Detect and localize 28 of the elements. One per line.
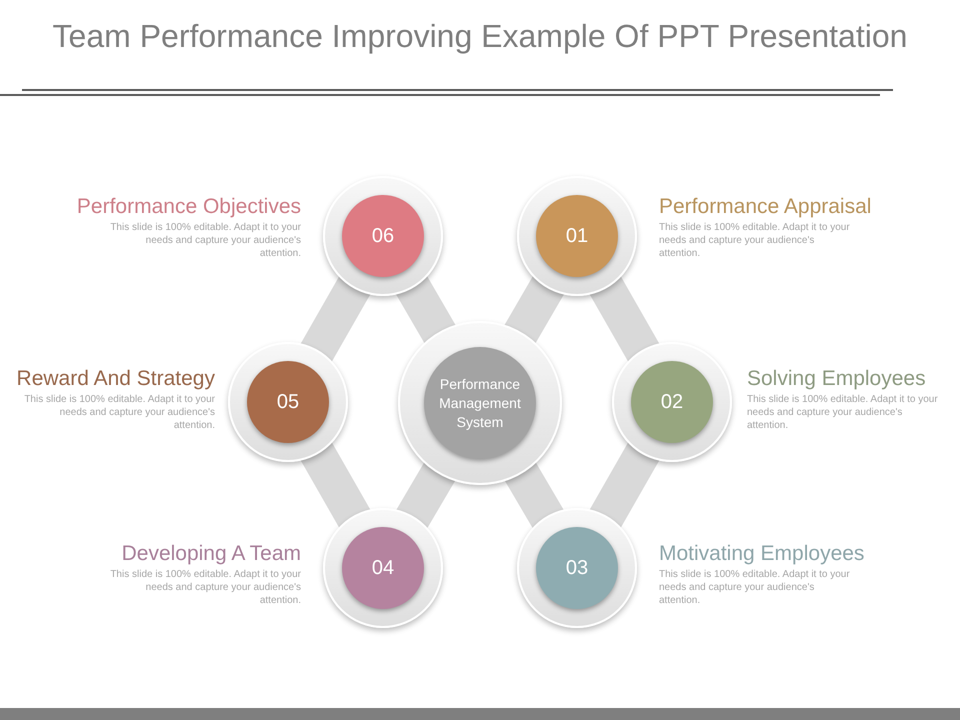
connector-band bbox=[590, 442, 660, 528]
step-description: This slide is 100% editable. Adapt it to your needs and capture your audience's attention. bbox=[109, 568, 301, 607]
step-heading: Performance Appraisal bbox=[659, 194, 872, 220]
step-number: 04 bbox=[342, 527, 424, 609]
step-heading: Solving Employees bbox=[747, 366, 926, 392]
connector-band bbox=[396, 276, 456, 344]
step-description: This slide is 100% editable. Adapt it to your needs and capture your audience's attention. bbox=[659, 221, 851, 260]
step-number: 02 bbox=[631, 361, 713, 443]
step-number: 03 bbox=[536, 527, 618, 609]
connector-band bbox=[396, 462, 456, 528]
step-number: 01 bbox=[536, 195, 618, 277]
connector-band bbox=[300, 276, 370, 362]
step-number: 05 bbox=[247, 361, 329, 443]
step-heading: Reward And Strategy bbox=[16, 366, 215, 392]
step-heading: Motivating Employees bbox=[659, 541, 864, 567]
step-description: This slide is 100% editable. Adapt it to your needs and capture your audience's attention. bbox=[23, 393, 215, 432]
step-description: This slide is 100% editable. Adapt it to your needs and capture your audience's attention. bbox=[109, 221, 301, 260]
step-heading: Performance Objectives bbox=[76, 194, 301, 220]
hub-label: Performance Management System bbox=[424, 347, 536, 459]
step-number: 06 bbox=[342, 195, 424, 277]
slide-title: Team Performance Improving Example Of PPT Presentation bbox=[52, 17, 908, 56]
connector-band bbox=[300, 442, 370, 528]
connector-band bbox=[590, 276, 660, 362]
connector-band bbox=[504, 462, 564, 528]
step-description: This slide is 100% editable. Adapt it to your needs and capture your audience's attention. bbox=[747, 393, 939, 432]
connector-band bbox=[504, 276, 564, 344]
step-description: This slide is 100% editable. Adapt it to your needs and capture your audience's attention. bbox=[659, 568, 851, 607]
step-heading: Developing A Team bbox=[122, 541, 301, 567]
